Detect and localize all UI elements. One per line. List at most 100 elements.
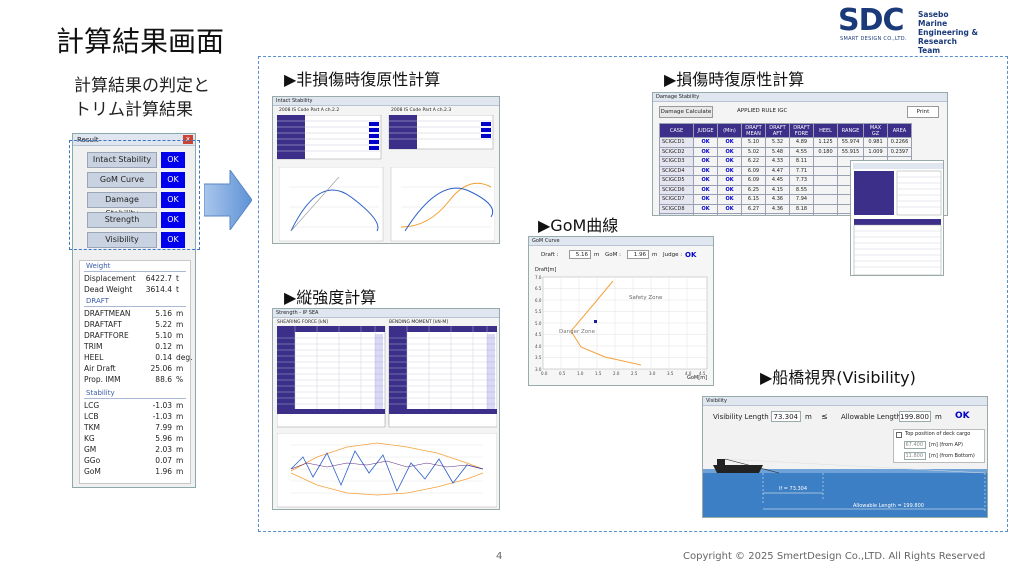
table-cell: 6.22 xyxy=(741,156,766,167)
deck-cargo-bottom-input[interactable]: 11.800 xyxy=(904,452,926,460)
table-cell: SCIGCD4 xyxy=(659,165,694,176)
allowable-length-unit: m xyxy=(935,413,942,421)
logo-mark: SDC xyxy=(838,3,905,38)
damage-table-header: RANGE xyxy=(837,123,864,138)
damage-detail-window xyxy=(850,160,944,276)
table-cell xyxy=(813,194,838,205)
gom-curve-button[interactable]: GoM Curve xyxy=(87,172,157,188)
close-icon[interactable]: x xyxy=(183,135,193,144)
visibility-button[interactable]: Visibility xyxy=(87,232,157,248)
table-cell: 7.71 xyxy=(789,165,814,176)
weight-header: Weight xyxy=(86,262,111,270)
gom-judge-value: OK xyxy=(685,251,697,259)
strength-button[interactable]: Strength xyxy=(87,212,157,228)
gom-curve-plot: 7.0 6.5 6.0 5.5 5.0 4.5 4.0 3.5 3.0 0.0 … xyxy=(535,275,708,376)
strength-tables xyxy=(277,326,497,425)
damage-window-titlebar: Damage Stability xyxy=(653,93,947,102)
damage-stability-ok-badge[interactable]: OK xyxy=(161,192,185,208)
intact-stability-ok-badge[interactable]: OK xyxy=(161,152,185,168)
gom-x-tick: 2.5 xyxy=(631,371,638,376)
visibility-ok-badge[interactable]: OK xyxy=(161,232,185,248)
visibility-window: Visibility Visibility Length : lf 73.304… xyxy=(702,396,988,518)
intact-criteria-tables xyxy=(277,115,494,160)
gom-y-tick: 5.5 xyxy=(535,309,542,314)
table-cell: 6.15 xyxy=(741,194,766,205)
table-cell: 6.09 xyxy=(741,165,766,176)
table-cell: 6.27 xyxy=(741,203,766,214)
gom-x-tick: 4.0 xyxy=(685,371,692,376)
allowable-annotation: Allowable Length = 199.800 xyxy=(853,503,924,509)
table-cell xyxy=(813,203,838,214)
divider xyxy=(84,271,186,272)
strength-window-titlebar: Strength - IP SEA xyxy=(273,309,499,318)
gom-x-tick: 2.0 xyxy=(613,371,620,376)
table-cell: 8.11 xyxy=(789,156,814,167)
table-cell: 4.45 xyxy=(765,175,790,186)
calculation-results-container xyxy=(258,56,1008,532)
table-cell xyxy=(813,175,838,186)
table-cell: OK xyxy=(693,165,718,176)
table-cell: 4.15 xyxy=(765,184,790,195)
strength-ok-badge[interactable]: OK xyxy=(161,212,185,228)
table-cell xyxy=(813,156,838,167)
table-cell: SCIGCD5 xyxy=(659,175,694,186)
table-cell: OK xyxy=(717,156,742,167)
table-cell: 5.10 xyxy=(741,137,766,148)
table-cell: 4.36 xyxy=(765,203,790,214)
table-cell: OK xyxy=(717,175,742,186)
gom-curve-ok-badge[interactable]: OK xyxy=(161,172,185,188)
judgement-panel: Intact Stability OK GoM Curve OK Damage … xyxy=(79,150,191,260)
arrow-right-icon xyxy=(204,170,252,230)
gom-y-tick: 7.0 xyxy=(535,275,542,280)
table-cell: OK xyxy=(693,146,718,157)
gom-value: 1.96 xyxy=(627,250,649,259)
table-cell: OK xyxy=(693,213,718,215)
table-cell: 1.009 xyxy=(863,146,888,157)
damage-table-header: CASE xyxy=(659,123,694,138)
allowable-length-label: Allowable Length xyxy=(841,413,902,421)
table-cell: OK xyxy=(717,137,742,148)
divider xyxy=(84,398,186,399)
intact-stability-button[interactable]: Intact Stability xyxy=(87,152,157,168)
table-cell: 0.981 xyxy=(863,137,888,148)
allowable-length-value: 199.800 xyxy=(899,411,931,422)
judgement-highlight-box xyxy=(69,140,200,250)
table-cell: 1.125 xyxy=(813,137,838,148)
print-button[interactable]: Print xyxy=(907,106,939,118)
table-cell: SCIGCD1 xyxy=(659,137,694,148)
strength-window: Strength - IP SEA SHEARING FORCE [kN] BE… xyxy=(272,308,500,510)
table-cell: 5.02 xyxy=(741,146,766,157)
deck-cargo-ap-input[interactable]: 67.400 xyxy=(904,441,926,449)
table-cell: 55.915 xyxy=(837,146,864,157)
safety-zone-label: Safety Zone xyxy=(629,295,663,301)
visibility-length-unit: m xyxy=(805,413,812,421)
table-cell: OK xyxy=(693,184,718,195)
table-cell: OK xyxy=(717,184,742,195)
strength-summary-tables xyxy=(277,409,497,428)
visibility-heading: ▶船橋視界(Visibility) xyxy=(760,368,916,387)
lf-annotation: lf = 73.304 xyxy=(779,486,807,492)
logo-team-text: Sasebo Marine Engineering & Research Tea… xyxy=(918,10,979,55)
gom-x-tick: 1.5 xyxy=(595,371,602,376)
damage-stability-heading: ▶損傷時復原性計算 xyxy=(664,70,805,89)
less-equal-symbol: ≤ xyxy=(821,412,828,421)
table-cell xyxy=(813,213,838,215)
damage-table-header: (Min) xyxy=(717,123,742,138)
damage-calculate-button[interactable]: Damage Calculate xyxy=(659,106,713,118)
gom-curve-window: GoM Curve Draft : 5.16 m GoM : 1.96 m Ju… xyxy=(528,236,714,386)
gom-curve-heading: ▶GoM曲線 xyxy=(538,216,619,235)
bending-moment-caption: BENDING MOMENT [kN-M] xyxy=(389,320,449,325)
table-cell: OK xyxy=(693,156,718,167)
gom-y-tick: 6.0 xyxy=(535,298,542,303)
deck-cargo-checkbox[interactable] xyxy=(896,432,902,438)
judgement-intact-stability: Intact Stability OK xyxy=(87,152,187,168)
damage-detail-tables xyxy=(853,163,943,275)
applied-rule-label: APPLIED RULE IGC xyxy=(737,108,788,114)
judgement-strength: Strength OK xyxy=(87,212,187,228)
